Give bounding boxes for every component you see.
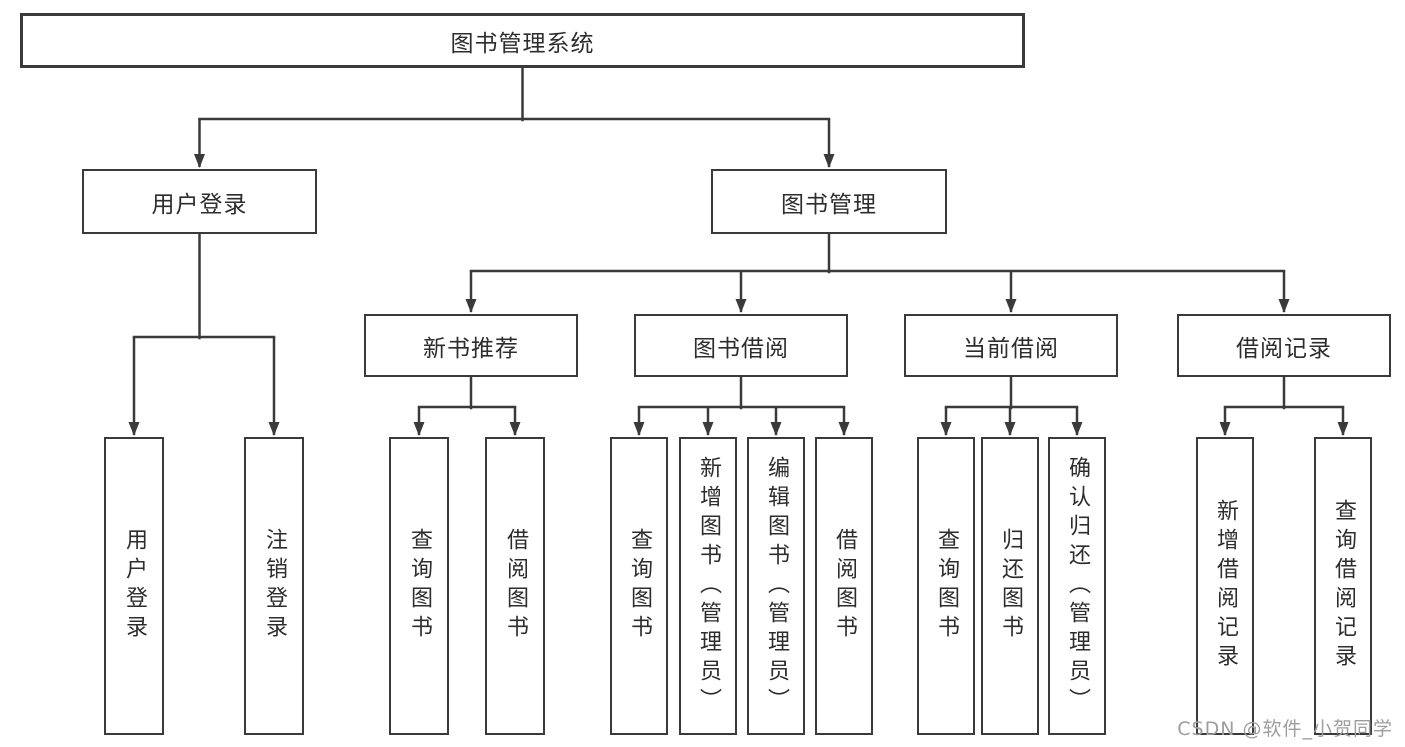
node-borrowing-records: 借阅记录 xyxy=(1177,314,1391,377)
node-label: 用户登录 xyxy=(151,191,248,218)
leaf-label: 新增借阅记录 xyxy=(1213,499,1238,673)
leaf-query-borrow-record: 查询借阅记录 xyxy=(1314,437,1372,735)
leaf-return-books: 归还图书 xyxy=(981,437,1039,735)
leaf-label: 注销登录 xyxy=(262,528,287,644)
leaf-add-books-admin: 新增图书（管理员） xyxy=(679,437,737,735)
node-new-book-recommendation: 新书推荐 xyxy=(364,314,578,377)
leaf-label: 编辑图书（管理员） xyxy=(764,455,789,717)
node-label: 新书推荐 xyxy=(423,335,519,362)
node-library-management-system: 图书管理系统 xyxy=(20,13,1025,68)
connector-arrows xyxy=(128,119,1349,436)
leaf-query-books-borrow: 查询图书 xyxy=(610,437,668,735)
connector-trunks xyxy=(132,66,1345,410)
node-label: 图书管理系统 xyxy=(450,30,595,57)
leaf-edit-books-admin: 编辑图书（管理员） xyxy=(747,437,805,735)
node-book-management: 图书管理 xyxy=(711,169,947,234)
leaf-confirm-return-admin: 确认归还（管理员） xyxy=(1048,437,1106,735)
leaf-logout: 注销登录 xyxy=(244,437,304,735)
leaf-query-books-recommend: 查询图书 xyxy=(389,437,449,735)
node-current-borrowing: 当前借阅 xyxy=(904,314,1118,377)
leaf-borrow-books: 借阅图书 xyxy=(815,437,873,735)
leaf-add-borrow-record: 新增借阅记录 xyxy=(1196,437,1254,735)
leaf-label: 新增图书（管理员） xyxy=(696,455,721,717)
node-label: 图书借阅 xyxy=(693,335,789,362)
leaf-user-login: 用户登录 xyxy=(104,437,164,735)
leaf-query-books-current: 查询图书 xyxy=(917,437,975,735)
leaf-label: 查询图书 xyxy=(934,528,959,644)
node-book-borrowing: 图书借阅 xyxy=(634,314,848,377)
leaf-borrow-books-recommend: 借阅图书 xyxy=(485,437,545,735)
node-label: 图书管理 xyxy=(781,191,877,218)
leaf-label: 查询图书 xyxy=(407,528,432,644)
leaf-label: 查询借阅记录 xyxy=(1331,499,1356,673)
leaf-label: 确认归还（管理员） xyxy=(1065,455,1090,717)
leaf-label: 借阅图书 xyxy=(832,528,857,644)
csdn-watermark: CSDN @软件_小贺同学 xyxy=(1177,718,1393,740)
node-label: 借阅记录 xyxy=(1236,335,1332,362)
leaf-label: 借阅图书 xyxy=(503,528,528,644)
node-label: 当前借阅 xyxy=(963,335,1059,362)
node-user-login: 用户登录 xyxy=(82,169,317,234)
leaf-label: 归还图书 xyxy=(998,528,1023,644)
leaf-label: 查询图书 xyxy=(627,528,652,644)
leaf-label: 用户登录 xyxy=(122,528,147,644)
